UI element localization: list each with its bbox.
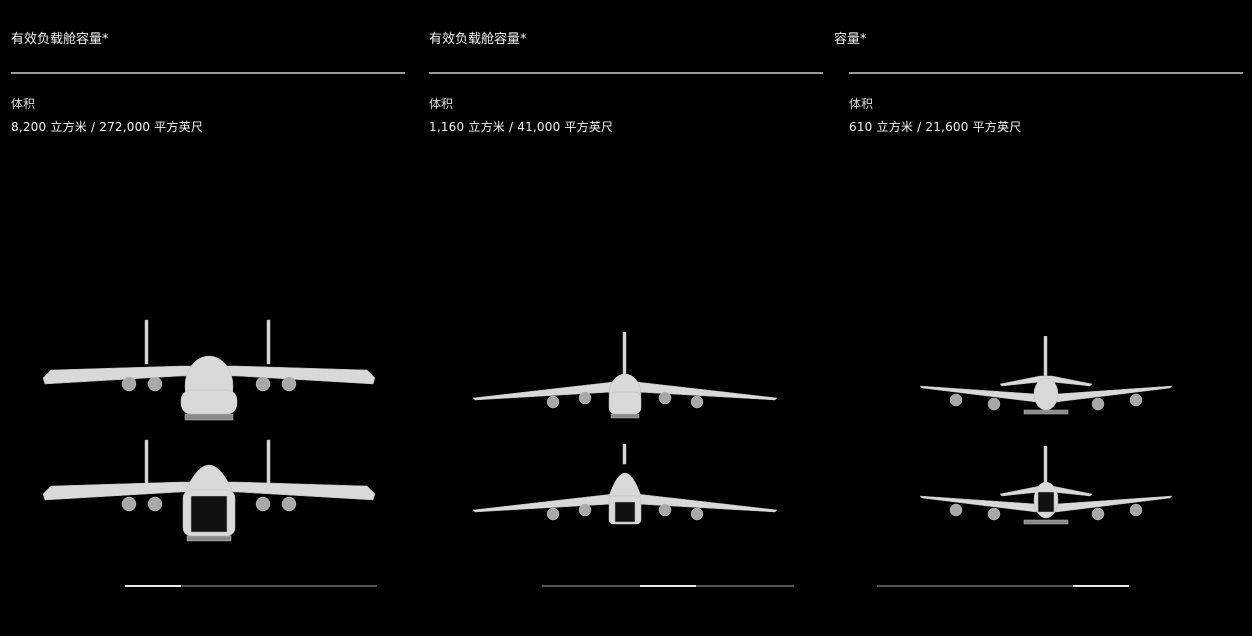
aircraft-front-view-open-nose-image	[920, 446, 1172, 525]
volume-value: 8,200 立方米 / 272,000 平方英尺	[11, 120, 204, 134]
heading-divider	[11, 72, 405, 74]
volume-value: 1,160 立方米 / 41,000 平方英尺	[429, 120, 614, 134]
aircraft-front-view-open-nose-image	[42, 439, 376, 542]
carousel-scrollbar[interactable]	[877, 585, 1129, 587]
volume-label: 体积	[849, 97, 874, 111]
heading-divider	[429, 72, 823, 74]
carousel-scrollbar-thumb[interactable]	[1073, 585, 1129, 587]
volume-label: 体积	[11, 97, 36, 111]
aircraft-card-1: 有效负载舱容量* 体积 8,200 立方米 / 272,000 平方英尺	[11, 0, 405, 636]
heading-divider	[849, 72, 1243, 74]
payload-capacity-heading: 容量*	[834, 32, 867, 47]
volume-label: 体积	[429, 97, 454, 111]
carousel-scrollbar-thumb[interactable]	[125, 585, 181, 587]
carousel-scrollbar[interactable]	[125, 585, 377, 587]
aircraft-card-3: 容量* 体积 610 立方米 / 21,600 平方英尺	[834, 0, 1243, 636]
aircraft-card-2: 有效负载舱容量* 体积 1,160 立方米 / 41,000 平方英尺	[429, 0, 823, 636]
aircraft-front-view-closed-image	[42, 319, 376, 421]
payload-capacity-heading: 有效负载舱容量*	[11, 32, 109, 47]
payload-capacity-heading: 有效负载舱容量*	[429, 32, 527, 47]
aircraft-front-view-open-nose-image	[473, 444, 777, 525]
aircraft-front-view-closed-image	[920, 336, 1172, 415]
carousel-scrollbar[interactable]	[542, 585, 794, 587]
volume-value: 610 立方米 / 21,600 平方英尺	[849, 120, 1022, 134]
carousel-scrollbar-thumb[interactable]	[640, 585, 696, 587]
aircraft-front-view-closed-image	[473, 332, 777, 419]
